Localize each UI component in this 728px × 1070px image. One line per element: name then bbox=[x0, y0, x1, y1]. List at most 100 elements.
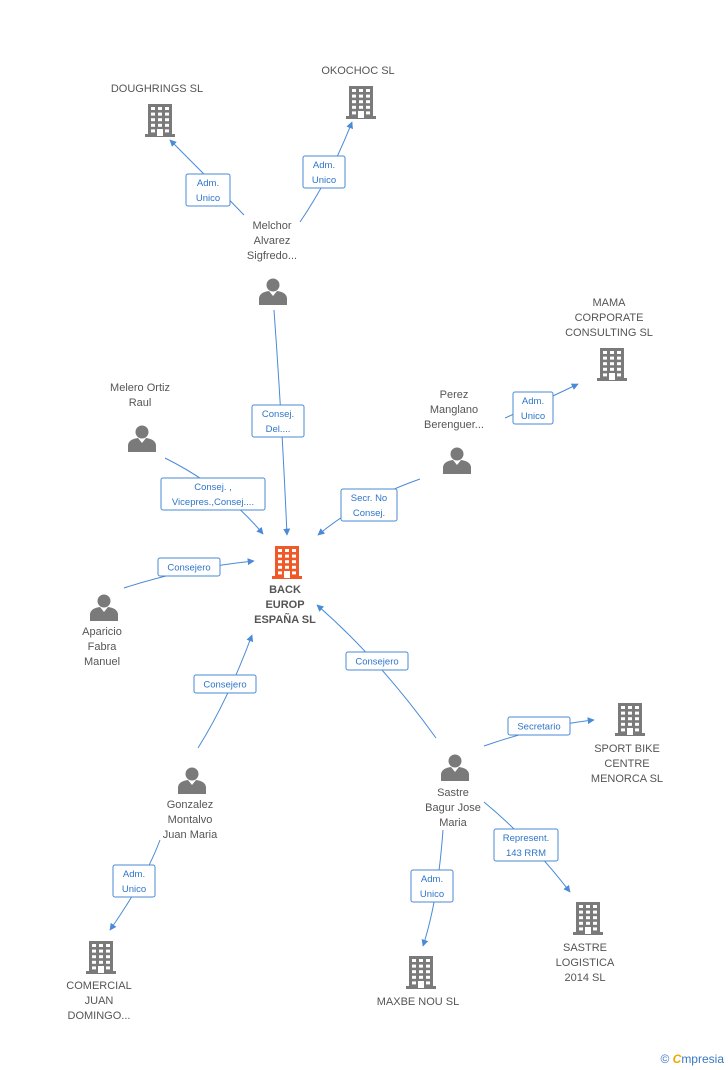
relation-label-melchor-doughrings[interactable]: Adm.Unico bbox=[185, 173, 231, 207]
edge-gonzalez-main bbox=[197, 634, 254, 749]
relation-label-sastre-logistica[interactable]: Represent.143 RRM bbox=[493, 828, 559, 862]
relation-box bbox=[251, 404, 305, 438]
relation-text-line: Secretario bbox=[517, 722, 560, 733]
relation-label-gonzalez-comercial[interactable]: Adm. Unico bbox=[112, 864, 156, 898]
relation-label-gonzalez-main[interactable]: Consejero bbox=[193, 674, 257, 694]
person-label-line: Sastre bbox=[437, 787, 469, 799]
person-label-line: Raul bbox=[129, 397, 152, 409]
person-label-line: Montalvo bbox=[168, 814, 213, 826]
person-icon bbox=[259, 278, 287, 305]
person-label-line: Aparicio bbox=[82, 626, 122, 638]
company-node-okochoc[interactable]: OKOCHOC SL bbox=[321, 65, 395, 119]
relation-text-line: Consej. , bbox=[194, 482, 232, 493]
person-label-line: Perez bbox=[440, 389, 469, 401]
company-label-line: SASTRE bbox=[563, 942, 607, 954]
relation-box bbox=[112, 864, 156, 898]
relation-text-line: Adm. bbox=[421, 874, 443, 885]
company-label: OKOCHOC SL bbox=[321, 65, 394, 77]
relation-text: Represent.143 RRM bbox=[503, 833, 549, 859]
person-label-line: Melchor bbox=[252, 220, 291, 232]
main-company-label-line: BACK bbox=[269, 584, 301, 596]
company-label-line: LOGISTICA bbox=[556, 957, 615, 969]
relation-box bbox=[410, 869, 454, 903]
person-label-line: Juan Maria bbox=[163, 829, 218, 841]
company-label-line: CENTRE bbox=[604, 758, 649, 770]
relation-box bbox=[160, 477, 266, 511]
person-label-line: Manuel bbox=[84, 656, 120, 668]
company-label: DOUGHRINGS SL bbox=[111, 83, 203, 95]
relation-box bbox=[507, 716, 571, 736]
relation-text-line: Adm. bbox=[123, 869, 145, 880]
company-label-line: MAXBE NOU SL bbox=[377, 996, 460, 1008]
relation-text-line: Consej. bbox=[353, 508, 385, 519]
relation-box bbox=[302, 155, 346, 189]
relation-text-line: Represent. bbox=[503, 833, 549, 844]
person-label-line: Berenguer... bbox=[424, 419, 484, 431]
relation-label-sastre-maxbe[interactable]: Adm. Unico bbox=[410, 869, 454, 903]
person-label-line: Alvarez bbox=[254, 235, 291, 247]
relation-text: Consej.Del.... bbox=[262, 409, 294, 435]
person-label-line: Sigfredo... bbox=[247, 250, 297, 262]
relation-text-line: Unico bbox=[122, 884, 146, 895]
building-icon bbox=[272, 546, 302, 579]
relation-text: Consej. , Vicepres.,Consej.... bbox=[172, 482, 254, 508]
relation-text: Adm. Unico bbox=[521, 396, 545, 422]
building-icon bbox=[145, 104, 175, 137]
empresia-logo[interactable]: © Cmpresia bbox=[660, 1052, 724, 1066]
company-node-maxbe[interactable]: MAXBE NOU SL bbox=[377, 956, 460, 1008]
relation-text-line: Unico bbox=[420, 889, 444, 900]
relation-label-sastre-main[interactable]: Consejero bbox=[345, 651, 409, 671]
relation-text-line: Unico bbox=[521, 411, 545, 422]
person-icon bbox=[128, 425, 156, 452]
relation-text: Consejero bbox=[167, 563, 210, 574]
company-label-line: CORPORATE bbox=[575, 312, 644, 324]
relation-box bbox=[512, 391, 554, 425]
relation-text-line: Vicepres.,Consej.... bbox=[172, 497, 254, 508]
building-icon bbox=[597, 348, 627, 381]
person-label-line: Manglano bbox=[430, 404, 478, 416]
relation-label-melero-main[interactable]: Consej. , Vicepres.,Consej.... bbox=[160, 477, 266, 511]
relation-text-line: Unico bbox=[196, 193, 220, 204]
company-node-doughrings[interactable]: DOUGHRINGS SL bbox=[111, 83, 203, 137]
relation-label-sastre-sportbike[interactable]: Secretario bbox=[507, 716, 571, 736]
relation-text: Consejero bbox=[355, 657, 398, 668]
relation-text-line: Adm. bbox=[522, 396, 544, 407]
relation-label-perez-mama[interactable]: Adm. Unico bbox=[512, 391, 554, 425]
building-icon bbox=[573, 902, 603, 935]
relation-label-melchor-main[interactable]: Consej.Del.... bbox=[251, 404, 305, 438]
relation-text-line: Consejero bbox=[167, 563, 210, 574]
relation-text: Adm. Unico bbox=[122, 869, 146, 895]
relation-label-melchor-okochoc[interactable]: Adm.Unico bbox=[302, 155, 346, 189]
person-label-line: Maria bbox=[439, 817, 467, 829]
person-label-line: Bagur Jose bbox=[425, 802, 481, 814]
relation-box bbox=[193, 674, 257, 694]
brand-name: mpresia bbox=[681, 1052, 724, 1066]
relation-text-line: Adm. bbox=[313, 160, 335, 171]
relation-text: Adm.Unico bbox=[196, 178, 220, 204]
relation-label-aparicio-main[interactable]: Consejero bbox=[157, 557, 221, 577]
building-icon bbox=[406, 956, 436, 989]
